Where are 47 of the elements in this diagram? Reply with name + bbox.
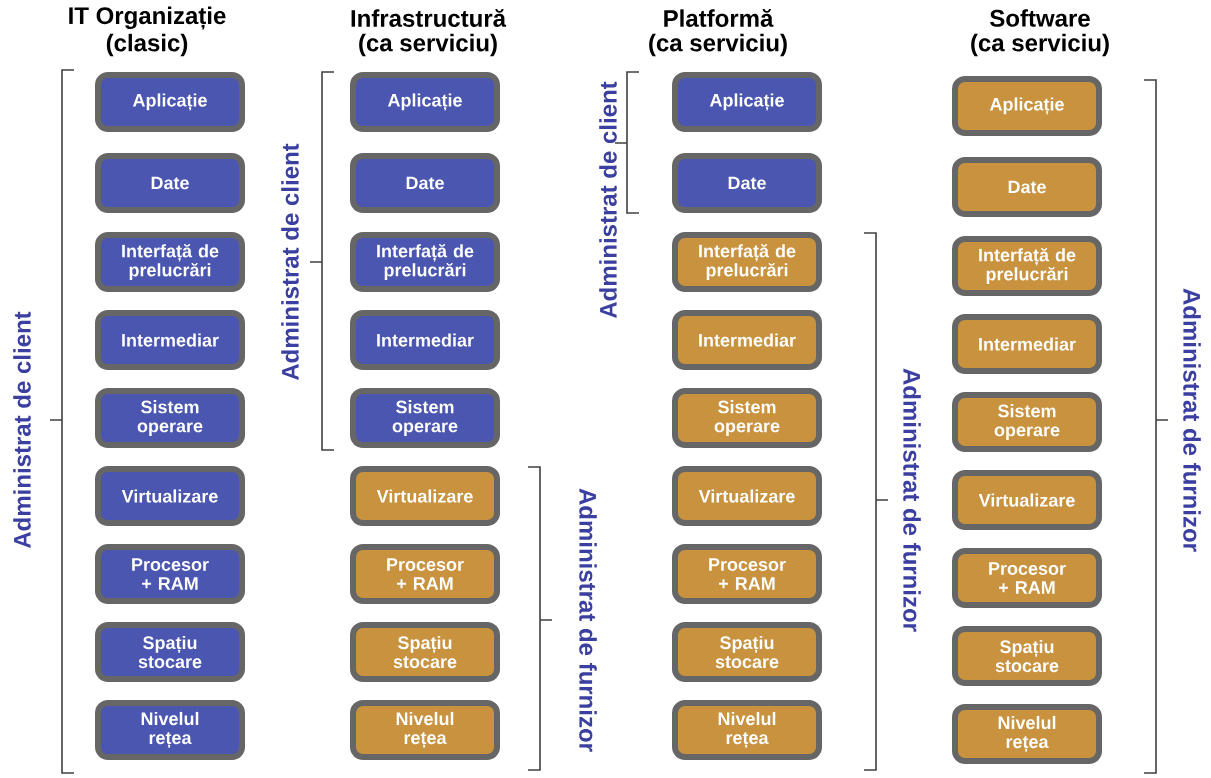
button-box: Interfață de prelucrări: [672, 232, 822, 292]
bracket-label: Administrat de client: [599, 81, 617, 319]
button-box: Interfață de prelucrări: [350, 232, 500, 292]
button-box: Intermediar: [952, 314, 1102, 374]
button-box: Spațiu stocare: [672, 622, 822, 682]
button-box: Interfață de prelucrări: [95, 232, 245, 292]
bracket-label: Administrat de furnizor: [1183, 288, 1201, 552]
button-box: Intermediar: [350, 310, 500, 370]
bracket-label: Administrat de client: [281, 143, 299, 381]
button-box: Interfață de prelucrări: [952, 236, 1102, 296]
button-box: Virtualizare: [350, 466, 500, 526]
button-box: Aplicație: [95, 72, 245, 132]
button-box: Sistem operare: [952, 392, 1102, 452]
button-box: Nivelul rețea: [952, 704, 1102, 764]
button-box: Sistem operare: [95, 388, 245, 448]
button-box: Virtualizare: [672, 466, 822, 526]
button-box: Date: [350, 153, 500, 213]
button-box: Intermediar: [95, 310, 245, 370]
column-heading: IT Organizație: [69, 6, 226, 30]
button-box: Nivelul rețea: [672, 700, 822, 760]
button-box: Nivelul rețea: [350, 700, 500, 760]
column-heading: Platformă: [664, 9, 774, 27]
button-box: Date: [95, 153, 245, 213]
button-box: Aplicație: [952, 76, 1102, 136]
button-box: Sistem operare: [350, 388, 500, 448]
button-box: Virtualizare: [95, 466, 245, 526]
column-heading: (ca serviciu): [971, 33, 1109, 57]
button-box: Procesor + RAM: [350, 544, 500, 604]
button-box: Procesor + RAM: [952, 548, 1102, 608]
button-box: Procesor + RAM: [95, 544, 245, 604]
bracket-label: Administrat de furnizor: [903, 368, 921, 632]
button-box: Date: [952, 157, 1102, 217]
button-box: Procesor + RAM: [672, 544, 822, 604]
button-box: Spațiu stocare: [95, 622, 245, 682]
button-box: Date: [672, 153, 822, 213]
button-box: Sistem operare: [672, 388, 822, 448]
column-heading: Software: [990, 9, 1090, 27]
bracket-label: Administrat de furnizor: [579, 488, 597, 752]
button-box: Aplicație: [672, 72, 822, 132]
button-box: Nivelul rețea: [95, 700, 245, 760]
button-box: Spațiu stocare: [952, 626, 1102, 686]
column-heading: Infrastructură: [351, 9, 507, 27]
button-box: Virtualizare: [952, 470, 1102, 530]
button-box: Spațiu stocare: [350, 622, 500, 682]
button-box: Intermediar: [672, 310, 822, 370]
bracket-label: Administrat de client: [13, 311, 31, 549]
button-box: Aplicație: [350, 72, 500, 132]
